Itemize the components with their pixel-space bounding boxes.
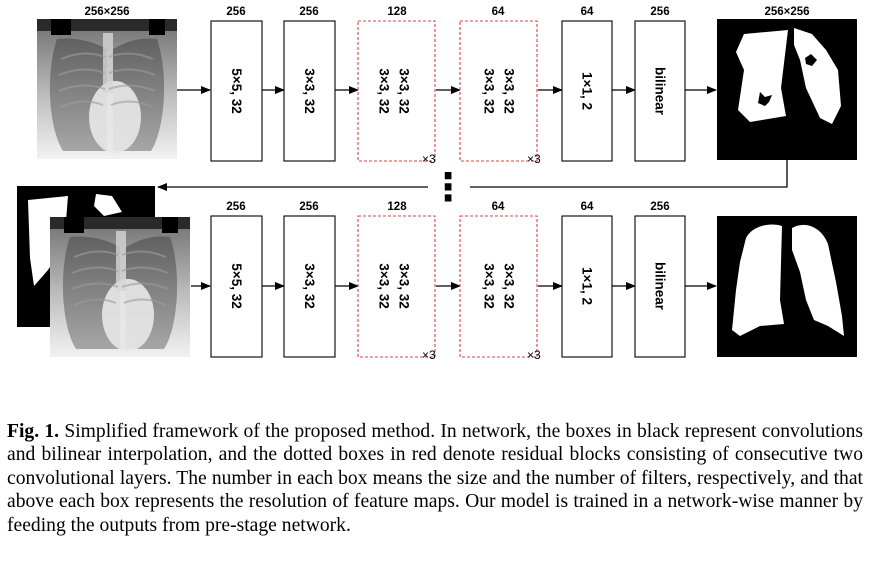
- stage2-res-label: 128: [387, 201, 407, 213]
- residual-block: 3×3, 32 3×3, 32 ×3: [459, 20, 541, 166]
- caption-text: Simplified framework of the proposed met…: [7, 421, 863, 536]
- conv-box: 1×1, 2: [561, 20, 613, 162]
- conv-box: 3×3, 32: [283, 215, 336, 358]
- stage1-res-label: 64: [581, 6, 594, 18]
- conv-box-text: 5×5, 32: [229, 263, 244, 308]
- stage2-output-mask: [717, 216, 857, 357]
- residual-block-text: 3×3, 32: [377, 68, 392, 113]
- repeat-marker: ×3: [527, 152, 541, 166]
- stage2-res-label: 256: [226, 201, 245, 213]
- stage1-res-label: 128: [387, 6, 407, 18]
- conv-box: 1×1, 2: [561, 215, 613, 358]
- stage2-res-label: 256: [299, 201, 318, 213]
- output-size-label: 256×256: [764, 6, 809, 18]
- residual-block-text: 3×3, 32: [502, 263, 517, 308]
- bilinear-box-text: bilinear: [653, 262, 668, 311]
- stage1: 256×256 256 256 128 64 64 256 5×5, 32 3×…: [36, 6, 857, 166]
- feedback-arrow: [157, 160, 788, 191]
- stage2-res-label: 64: [492, 201, 505, 213]
- bilinear-box: bilinear: [634, 20, 686, 162]
- conv-box-text: 3×3, 32: [302, 68, 317, 113]
- residual-block-text: 3×3, 32: [397, 68, 412, 113]
- residual-block-text: 3×3, 32: [482, 263, 497, 308]
- stage1-res-label: 256: [226, 6, 245, 18]
- stage2-res-label: 256: [650, 201, 669, 213]
- framework-figure: 256×256 256 256 128 64 64 256 5×5, 32 3×…: [17, 6, 857, 362]
- residual-block: 3×3, 32 3×3, 32 ×3: [357, 215, 436, 362]
- figure-caption: Fig. 1. Simplified framework of the prop…: [7, 420, 863, 537]
- bilinear-box-text: bilinear: [653, 67, 668, 116]
- residual-block: 3×3, 32 3×3, 32 ×3: [357, 20, 436, 166]
- stage2-input-xray-image: [49, 216, 191, 358]
- conv-box: 5×5, 32: [210, 20, 263, 162]
- conv-box: 3×3, 32: [283, 20, 336, 162]
- conv-box-text: 3×3, 32: [302, 263, 317, 308]
- bilinear-box: bilinear: [634, 215, 686, 358]
- residual-block-text: 3×3, 32: [502, 68, 517, 113]
- repeat-marker: ×3: [527, 348, 541, 362]
- stage1-res-label: 256: [650, 6, 669, 18]
- repeat-marker: ×3: [422, 348, 436, 362]
- conv-box: 5×5, 32: [210, 215, 263, 358]
- residual-block-text: 3×3, 32: [377, 263, 392, 308]
- conv-box-text: 1×1, 2: [580, 72, 595, 110]
- input-size-label: 256×256: [84, 6, 129, 18]
- residual-block: 3×3, 32 3×3, 32 ×3: [459, 215, 541, 362]
- figure-label: Fig. 1.: [7, 421, 60, 442]
- stage2: 256 256 128 64 64 256 5×5, 32 3×3, 32 3×…: [17, 186, 857, 362]
- conv-box-text: 5×5, 32: [229, 68, 244, 113]
- continuation-dots: ⋮: [429, 165, 467, 209]
- stage1-output-mask: [717, 19, 857, 160]
- residual-block-text: 3×3, 32: [482, 68, 497, 113]
- stage1-res-label: 256: [299, 6, 318, 18]
- repeat-marker: ×3: [422, 152, 436, 166]
- stage1-res-label: 64: [492, 6, 505, 18]
- stage2-res-label: 64: [581, 201, 594, 213]
- residual-block-text: 3×3, 32: [397, 263, 412, 308]
- input-xray-image: [36, 18, 178, 160]
- conv-box-text: 1×1, 2: [580, 267, 595, 305]
